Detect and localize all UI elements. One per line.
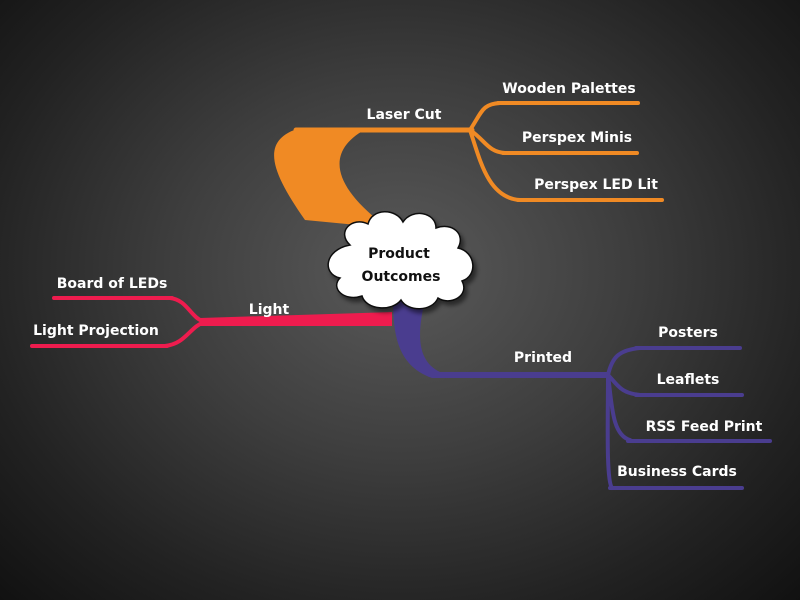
child-posters[interactable]: Posters	[634, 325, 742, 350]
child-leaflets[interactable]: Leaflets	[634, 372, 744, 397]
perspex-minis-label: Perspex Minis	[522, 130, 632, 146]
central-topic-line-2: Outcomes	[362, 269, 441, 285]
branch-laser-cut[interactable]: Laser Cut Wooden Palettes Perspex Minis …	[274, 81, 664, 228]
rss-feed-print-label: RSS Feed Print	[646, 419, 763, 435]
child-perspex-led-lit[interactable]: Perspex LED Lit	[516, 177, 664, 202]
wooden-palettes-label: Wooden Palettes	[502, 81, 635, 97]
posters-label: Posters	[658, 325, 718, 341]
light-label[interactable]: Light	[249, 302, 290, 318]
printed-label[interactable]: Printed	[514, 350, 572, 366]
laser-cut-connector	[274, 128, 388, 228]
board-of-leds-label: Board of LEDs	[57, 276, 168, 292]
printed-sub-connector	[605, 346, 642, 490]
branch-printed[interactable]: Printed Posters Leaflets RSS Feed Print …	[393, 295, 772, 490]
child-perspex-minis[interactable]: Perspex Minis	[501, 130, 639, 155]
central-topic-cloud	[327, 211, 474, 310]
child-wooden-palettes[interactable]: Wooden Palettes	[496, 81, 640, 105]
central-topic[interactable]: Product Outcomes	[327, 211, 474, 310]
light-connector	[200, 312, 392, 326]
branch-light[interactable]: Light Board of LEDs Light Projection	[30, 276, 392, 348]
light-sub-connector	[163, 296, 207, 348]
perspex-led-lit-label: Perspex LED Lit	[534, 177, 658, 193]
laser-cut-label[interactable]: Laser Cut	[367, 107, 442, 123]
light-projection-label: Light Projection	[33, 323, 159, 339]
child-board-of-leds[interactable]: Board of LEDs	[52, 276, 174, 300]
business-cards-label: Business Cards	[617, 464, 737, 480]
leaflets-label: Leaflets	[657, 372, 720, 388]
child-business-cards[interactable]: Business Cards	[608, 464, 744, 490]
child-rss-feed-print[interactable]: RSS Feed Print	[626, 419, 772, 443]
child-light-projection[interactable]: Light Projection	[30, 323, 169, 348]
central-topic-line-1: Product	[368, 246, 430, 262]
